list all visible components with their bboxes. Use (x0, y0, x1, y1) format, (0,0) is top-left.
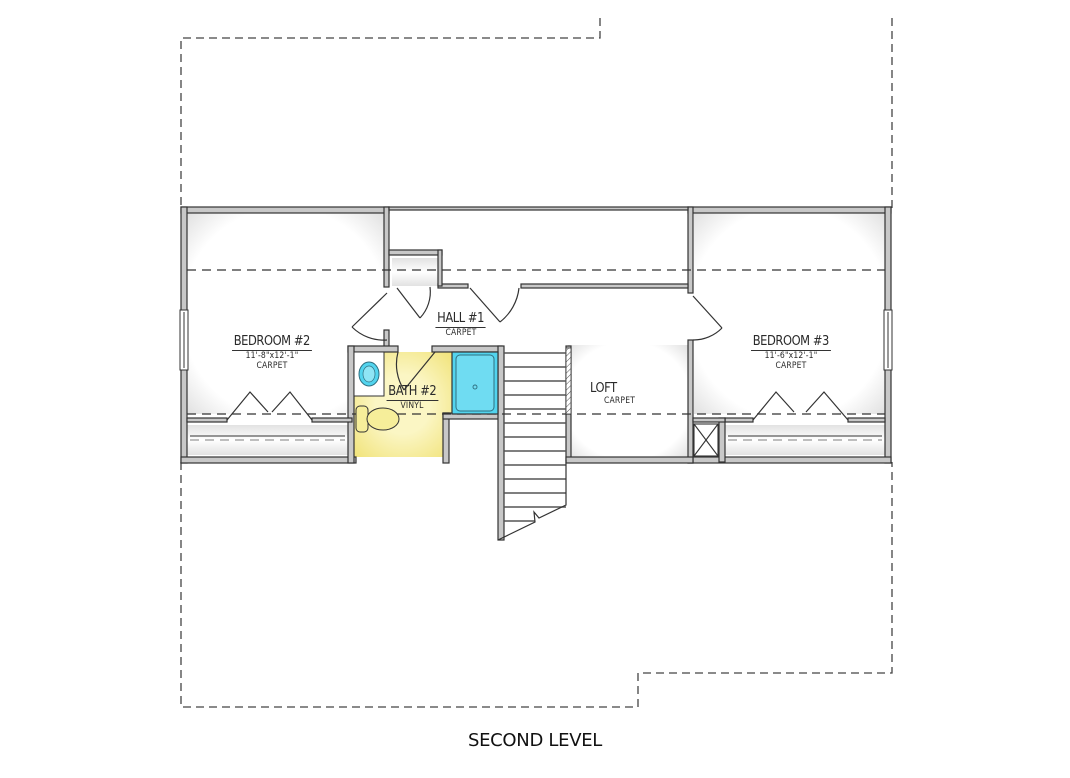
room-name: BEDROOM #2 (232, 333, 312, 351)
room-floor: CARPET (445, 328, 477, 338)
roof-outline (180, 18, 893, 708)
shower (451, 351, 499, 415)
sink-vanity (353, 351, 385, 397)
label-hall1: HALL #1 CARPET (421, 307, 501, 338)
toilet (355, 405, 400, 433)
room-floor: CARPET (256, 361, 288, 371)
room-floor: CARPET (604, 396, 636, 406)
room-name: BEDROOM #3 (751, 333, 831, 351)
ceiling-lines (187, 269, 885, 441)
label-bedroom2: BEDROOM #2 11'-8"x12'-1" CARPET (222, 330, 322, 371)
room-floor: VINYL (400, 401, 424, 411)
room-dimensions: 11'-6"x12'-1" (764, 351, 818, 361)
room-name: LOFT (590, 380, 617, 396)
label-bedroom3: BEDROOM #3 11'-6"x12'-1" CARPET (741, 330, 841, 371)
staircase (497, 347, 572, 541)
label-loft: LOFT CARPET (590, 380, 655, 406)
room-dimensions: 11'-8"x12'-1" (245, 351, 299, 361)
plan-title: SECOND LEVEL (467, 730, 603, 751)
room-name: HALL #1 (435, 310, 487, 328)
room-name: BATH #2 (386, 383, 438, 401)
room-floor: CARPET (775, 361, 807, 371)
chase-box (693, 423, 719, 457)
doors (226, 286, 849, 421)
label-bath2: BATH #2 VINYL (378, 380, 446, 411)
windows (179, 309, 893, 371)
